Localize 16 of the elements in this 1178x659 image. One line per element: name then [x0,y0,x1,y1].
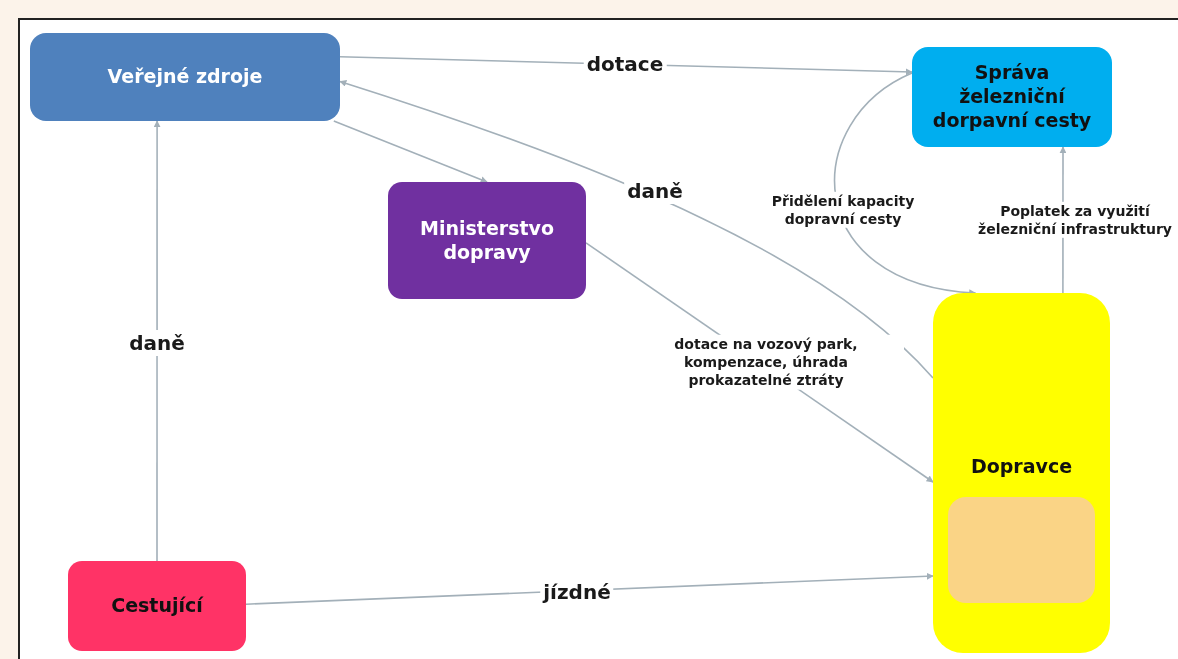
process-box [388,182,586,299]
arrow [834,72,977,296]
arrow [333,120,488,183]
node-label: Dopravce [969,455,1074,479]
process-box [912,47,1112,147]
arrow [339,80,934,379]
process-box [68,561,246,651]
arrow [245,572,934,605]
arrow [153,120,161,562]
process-box [30,33,340,121]
node-label: Veřejné zdroje [106,65,264,89]
node-label: Cestující [110,594,205,618]
process-box [933,293,1110,653]
rounded-box [948,497,1095,603]
node-label: Ministerstvo dopravy [419,216,555,265]
node-label: Správa železniční dorpavní cesty [931,61,1093,133]
